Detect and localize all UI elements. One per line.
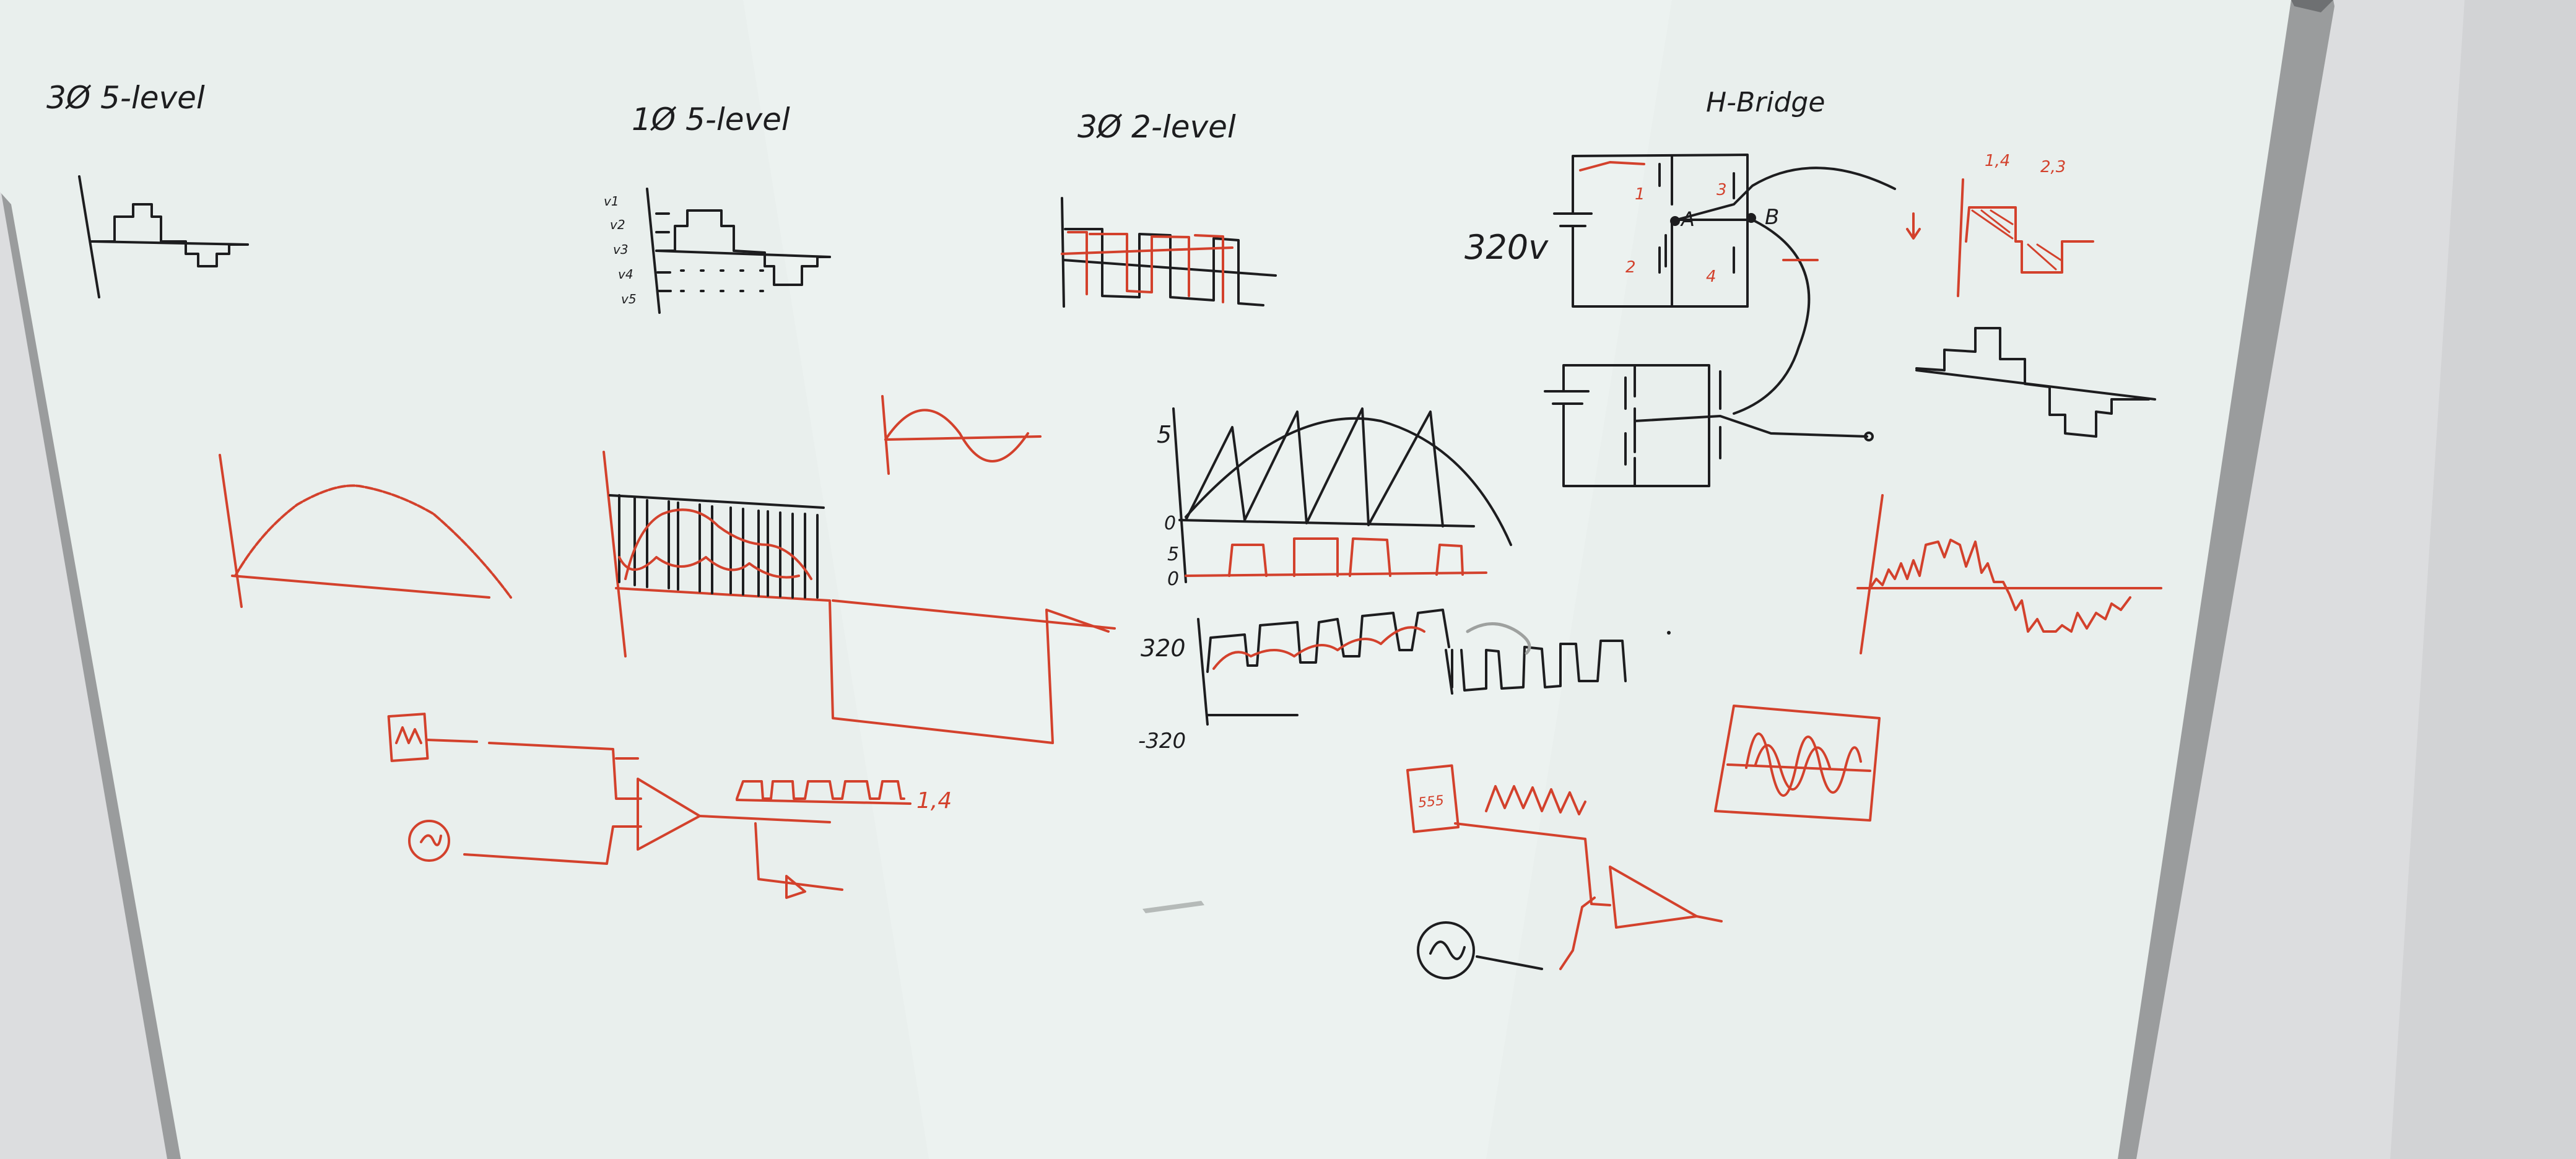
comparator-circuit-1 <box>387 713 912 899</box>
axis-label-5-top: 5 <box>1157 421 1172 448</box>
axis-label-320: 320 <box>1141 635 1186 662</box>
oscilloscope-sketch <box>1714 705 1881 822</box>
carrier-axis-labels: 5 0 5 0 320 -320 <box>1138 421 1186 753</box>
level-label-v5: v5 <box>621 292 637 306</box>
axis-label-minus-320: -320 <box>1138 729 1186 753</box>
smudge-dot <box>1667 631 1671 635</box>
source-voltage-label: 320v <box>1464 228 1549 267</box>
spwm-sketch <box>603 451 1116 744</box>
stepped-waveform-right <box>1915 327 2156 438</box>
marker-tray-edge <box>2291 0 2333 12</box>
title-3phase-5level: 3Ø 5-level <box>46 80 205 116</box>
h-bridge-circuit: H-Bridge 320v <box>1464 87 1896 415</box>
axis-label-0-first: 0 <box>1164 513 1176 534</box>
smudges <box>1142 631 1671 913</box>
smudge-1 <box>1142 901 1204 913</box>
switch-label-3: 3 <box>1717 181 1727 199</box>
level-label-v3: v3 <box>613 242 629 257</box>
title-h-bridge: H-Bridge <box>1706 87 1825 118</box>
level-labels: v1 v2 v3 v4 v5 <box>604 194 637 306</box>
h-bridge-redraw <box>1544 364 1874 487</box>
level-label-v2: v2 <box>610 217 625 232</box>
title-1phase-5level: 1Ø 5-level <box>632 102 790 137</box>
multilevel-pwm-waveform <box>1856 494 2162 654</box>
whiteboard-glare <box>743 0 1672 1159</box>
carrier-comparison-plot <box>1172 407 1627 726</box>
level-label-v1: v1 <box>604 194 619 209</box>
axis-label-0-second: 0 <box>1167 568 1179 590</box>
node-label-b: B <box>1765 205 1779 230</box>
three-phase-5-level-sketch: 3Ø 5-level <box>46 80 249 298</box>
switch-label-4: 4 <box>1706 267 1717 286</box>
rectified-sine-sketch <box>219 454 512 608</box>
wall-texture <box>2390 0 2576 1159</box>
switch-pair-right: 2,3 <box>2040 158 2066 176</box>
comparator-circuit-2 <box>1406 764 1723 979</box>
small-sine-sketch <box>881 395 1042 475</box>
three-phase-2-level-sketch: 3Ø 2-level <box>1061 109 1277 308</box>
switch-label-2: 2 <box>1625 258 1636 277</box>
level-label-v4: v4 <box>618 267 633 282</box>
node-label-a: A <box>1680 207 1695 231</box>
switch-pair-left: 1,4 <box>1985 152 2010 170</box>
title-3phase-2level: 3Ø 2-level <box>1077 109 1236 145</box>
switch-pair-labels: 1,4 2,3 <box>1985 152 2066 176</box>
switch-label-1: 1 <box>1635 185 1645 204</box>
single-phase-5-level-sketch: 1Ø 5-level <box>632 102 831 314</box>
h-bridge-output-waveform <box>1906 178 2094 297</box>
axis-label-5-second: 5 <box>1167 544 1179 565</box>
chip-555-label: 555 <box>1417 793 1445 811</box>
h-bridge-labels: 1 2 3 4 A B <box>1625 181 1779 286</box>
comparator-1-output-label: 1,4 <box>916 788 952 814</box>
